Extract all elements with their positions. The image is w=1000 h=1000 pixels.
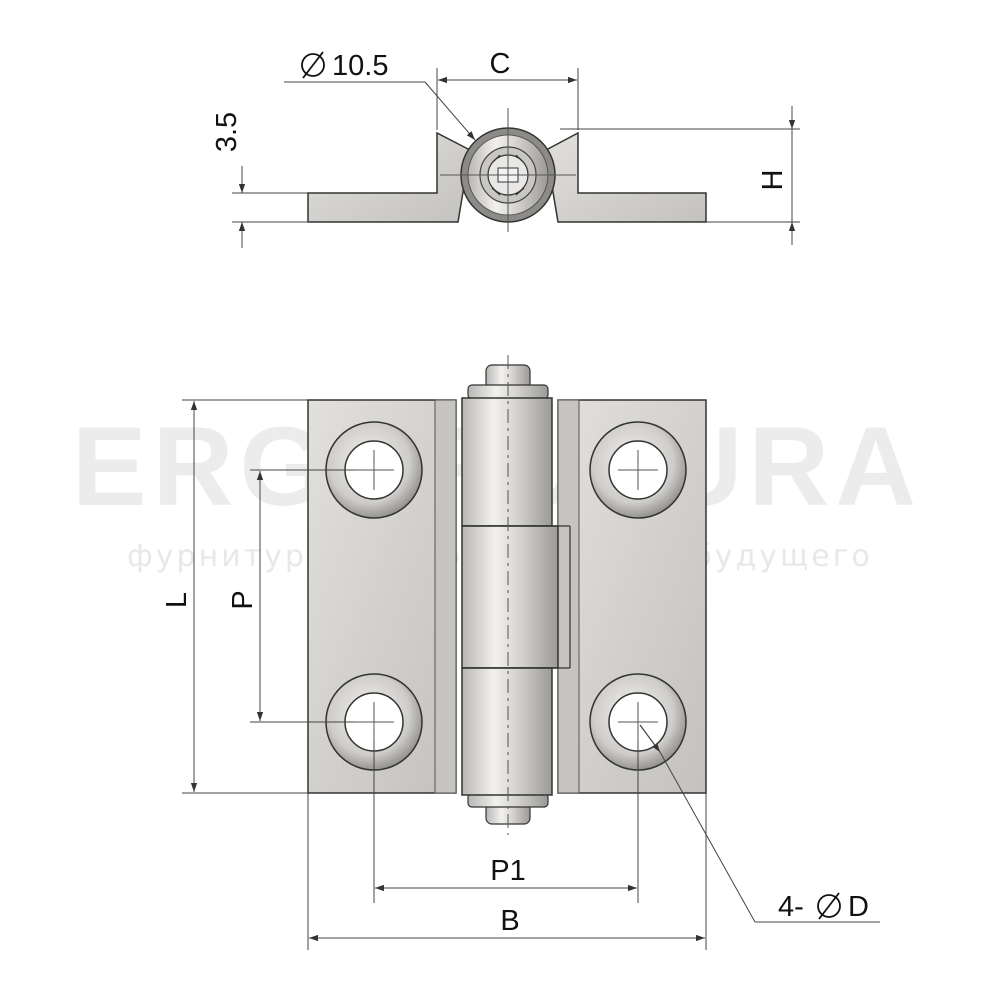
knuckle-bottom [461,667,553,796]
dim-label-c: C [490,48,511,80]
dim-label-d: D [848,891,869,923]
dimension-p: P [227,469,354,723]
dim-label-10-5: 10.5 [332,50,388,82]
dim-label-p: P [227,590,259,609]
dimension-c: C [436,48,579,130]
knuckle-top [461,397,553,527]
hole-centerlines [354,450,658,742]
dim-label-h: H [757,170,789,191]
dimension-b: B [307,793,707,950]
dimension-p1: P1 [373,742,639,903]
diameter-symbol-icon [301,53,325,77]
dim-label-holes: 4- [778,891,804,923]
hinge-side-view [307,108,707,232]
dim-label-3-5: 3.5 [211,112,243,152]
dimension-l: L [161,399,308,794]
dimension-diameter-pin: 10.5 [284,50,476,141]
knuckle-middle [461,525,559,669]
side-left-leaf [307,131,471,223]
dim-label-p1: P1 [490,855,525,887]
dim-label-b: B [500,905,519,937]
diameter-symbol-icon [817,894,841,918]
dimension-thickness: 3.5 [211,112,308,248]
dimension-h: H [560,106,800,245]
dimension-hole-diameter: 4- D [639,724,880,923]
side-right-leaf [545,131,707,223]
hinge-front-view [307,355,707,835]
dim-label-l: L [161,592,193,608]
